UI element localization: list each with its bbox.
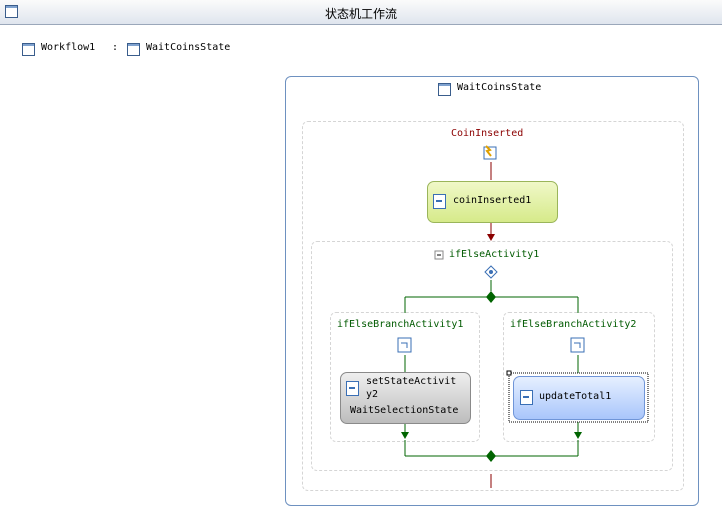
breadcrumb-separator: : xyxy=(112,42,119,53)
window-titlebar: 状态机工作流 xyxy=(0,0,722,25)
set-state-target: WaitSelectionState xyxy=(350,405,459,416)
set-state-line1: setStateActivit xyxy=(366,376,457,387)
set-state-activity[interactable]: setStateActivit y2 WaitSelectionState xyxy=(340,372,471,424)
set-state-line2: y2 xyxy=(366,389,379,400)
breadcrumb-root[interactable]: Workflow1 xyxy=(41,42,96,53)
window-icon xyxy=(5,5,18,18)
event-driven-title: CoinInserted xyxy=(451,128,524,139)
ifelse-icon xyxy=(484,265,498,279)
branch1-title: ifElseBranchActivity1 xyxy=(337,319,464,330)
update-total-icon xyxy=(520,390,533,405)
event-driven-container[interactable] xyxy=(302,121,684,491)
ifelse-title: ifElseActivity1 xyxy=(449,249,540,260)
collapse-icon xyxy=(434,250,444,260)
state-icon xyxy=(127,43,140,56)
state-title: WaitCoinsState xyxy=(457,82,542,93)
branch2-container[interactable] xyxy=(503,312,655,442)
branch2-title: ifElseBranchActivity2 xyxy=(510,319,637,330)
handle-activity[interactable]: coinInserted1 xyxy=(427,181,558,223)
activity-icon xyxy=(433,194,446,209)
branch1-icon xyxy=(397,337,412,353)
breadcrumb-state[interactable]: WaitCoinsState xyxy=(146,42,231,53)
handle-activity-label: coinInserted1 xyxy=(453,195,532,206)
branch2-icon xyxy=(570,337,585,353)
update-total-activity[interactable]: updateTotal1 xyxy=(513,376,645,420)
set-state-icon xyxy=(346,381,359,396)
ifelse-container[interactable] xyxy=(311,241,673,471)
state-title-icon xyxy=(438,83,451,96)
update-total-label: updateTotal1 xyxy=(539,391,612,402)
workflow-icon xyxy=(22,43,35,56)
window-title: 状态机工作流 xyxy=(324,7,397,21)
event-icon xyxy=(483,145,497,160)
